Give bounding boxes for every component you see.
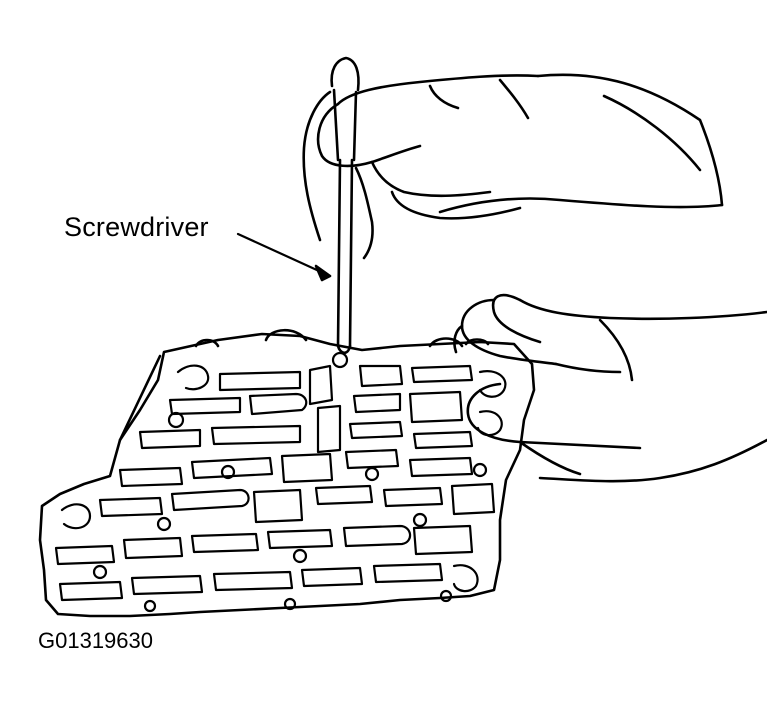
fluid-passages: [54, 364, 507, 602]
lower-hand: [453, 293, 767, 483]
screwdriver-callout-label: Screwdriver: [64, 212, 209, 242]
upper-hand: [302, 73, 724, 260]
figure-id: G01319630: [38, 628, 153, 653]
screwdriver: [330, 56, 360, 355]
bolt-holes: [92, 351, 488, 613]
callout-leader: [236, 232, 332, 282]
valve-body: [38, 328, 536, 618]
